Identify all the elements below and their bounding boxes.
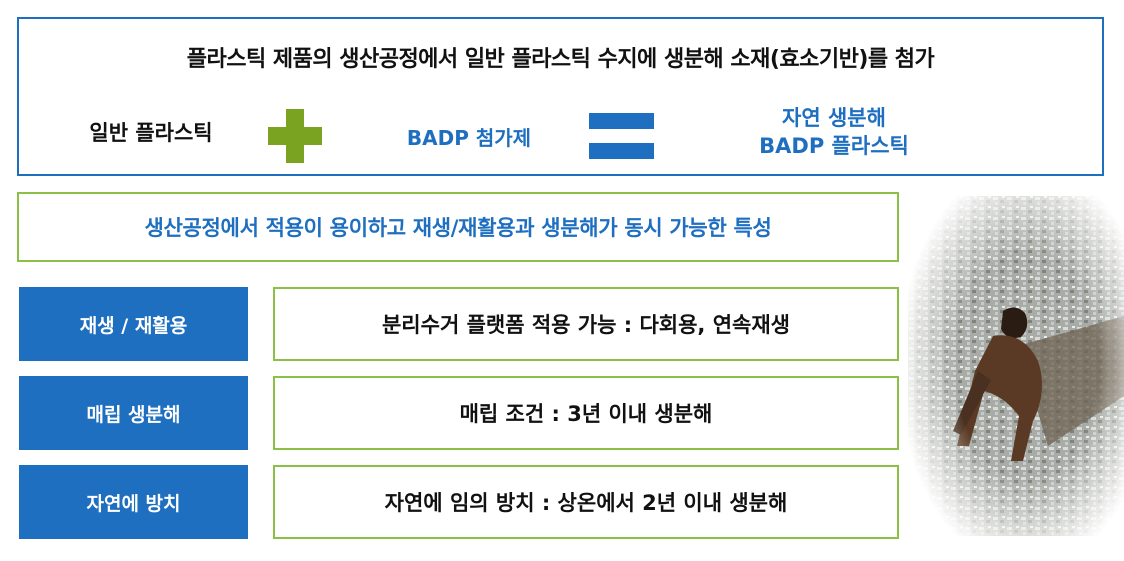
desc-nature: 자연에 임의 방치 : 상온에서 2년 이내 생분해 xyxy=(273,465,899,539)
label-nature: 자연에 방치 xyxy=(19,465,248,539)
result-line-1: 자연 생분해 xyxy=(782,106,886,130)
badp-additive-label: BADP 첨가제 xyxy=(406,126,532,150)
result-line-2: BADP 플라스틱 xyxy=(759,134,909,158)
badp-plastic-result: 자연 생분해 BADP 플라스틱 xyxy=(709,104,959,160)
general-plastic-label: 일반 플라스틱 xyxy=(89,121,213,145)
plus-icon xyxy=(268,109,322,163)
plastic-waste-photo xyxy=(908,196,1124,536)
definition-title: 플라스틱 제품의 생산공정에서 일반 플라스틱 수지에 생분해 소재(효소기반)… xyxy=(186,47,935,72)
feature-text: 생산공정에서 적용이 용이하고 재생/재활용과 생분해가 동시 가능한 특성 xyxy=(144,216,772,240)
desc-recycle: 분리수거 플랫폼 적용 가능 : 다회용, 연속재생 xyxy=(273,287,899,361)
definition-panel: 플라스틱 제품의 생산공정에서 일반 플라스틱 수지에 생분해 소재(효소기반)… xyxy=(17,17,1104,176)
label-landfill: 매립 생분해 xyxy=(19,376,248,450)
feature-banner: 생산공정에서 적용이 용이하고 재생/재활용과 생분해가 동시 가능한 특성 xyxy=(17,192,899,262)
desc-landfill: 매립 조건 : 3년 이내 생분해 xyxy=(273,376,899,450)
label-recycle: 재생 / 재활용 xyxy=(19,287,248,361)
equals-icon xyxy=(589,113,654,159)
